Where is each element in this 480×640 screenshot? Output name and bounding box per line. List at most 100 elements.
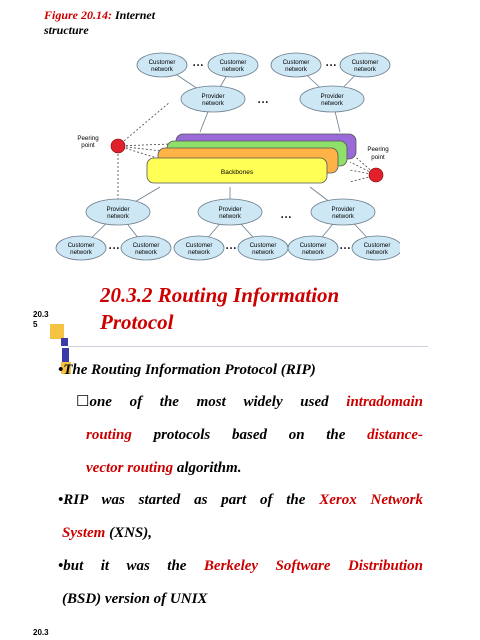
customer-network-label-2: network: [354, 66, 377, 73]
customer-network-label-2: network: [70, 249, 93, 256]
body-text: (BSD) version of UNIX: [62, 591, 208, 607]
customer-network-label-1: Customer: [68, 242, 95, 249]
figure-label: Figure 20.14:: [44, 8, 113, 22]
provider-network-label-2: network: [202, 100, 225, 107]
peering-label-1: Peering: [77, 135, 99, 142]
section-heading-line2: Protocol: [100, 310, 174, 334]
bullet-line-8: (BSD) version of UNIX: [62, 589, 207, 609]
customer-network-shape: [351, 235, 400, 261]
customer-network-label-2: network: [285, 66, 308, 73]
ellipsis-dots: • • •: [281, 215, 291, 221]
peering-label-2: point: [371, 154, 385, 161]
ellipsis-dots: • • •: [193, 63, 203, 69]
customer-network-label-1: Customer: [364, 242, 391, 249]
provider-network-shape: [85, 198, 151, 226]
customer-network-label-1: Customer: [300, 242, 327, 249]
ellipsis-dots: • • •: [340, 246, 350, 252]
bullet-line-3: routing protocols based on the distance-: [86, 425, 423, 445]
bullet-line-5: •RIP was started as part of the Xerox Ne…: [58, 490, 423, 510]
provider-network-label-1: Provider: [201, 93, 224, 100]
provider-network-shape: [299, 85, 365, 113]
term-vector-routing: vector routing: [86, 460, 174, 476]
customer-network-label-1: Customer: [133, 242, 160, 249]
bullet-line-7: •but it was the Berkeley Software Distri…: [58, 556, 423, 576]
checkbox-glyph: ☐: [76, 394, 90, 410]
provider-network-label-1: Provider: [331, 206, 354, 213]
decorative-blue-square-1: [61, 338, 68, 346]
bullet-line-4: vector routing algorithm.: [86, 458, 241, 478]
customer-network-label-1: Customer: [283, 59, 310, 66]
peering-link: [117, 101, 171, 147]
customer-network-label-1: Customer: [220, 59, 247, 66]
customer-network-shape: [339, 52, 391, 78]
side-number: 20.3 5: [33, 310, 49, 330]
term-distance: distance-: [367, 427, 423, 443]
body-text: The Routing Information Protocol (RIP): [63, 362, 316, 378]
decorative-yellow-square: [50, 324, 64, 339]
backbones-label: Backbones: [221, 169, 254, 176]
figure-caption-line1: Internet: [112, 8, 156, 22]
peering-label-1: Peering: [367, 146, 389, 153]
provider-network-shape: [310, 198, 376, 226]
side-number-line2: 5: [33, 320, 38, 329]
customer-network-shape: [270, 52, 322, 78]
customer-network-shape: [136, 52, 188, 78]
peering-link: [117, 145, 171, 153]
provider-network-label-1: Provider: [218, 206, 241, 213]
customer-network-label-2: network: [222, 66, 245, 73]
body-text: algorithm.: [173, 460, 242, 476]
peering-point-dot: [110, 138, 126, 154]
provider-network-shape: [180, 85, 246, 113]
provider-network-label-2: network: [332, 213, 355, 220]
side-number-line1: 20.3: [33, 310, 49, 319]
customer-network-label-1: Customer: [149, 59, 176, 66]
peering-link: [117, 143, 171, 147]
figure-caption: Figure 20.14: Internet structure: [44, 8, 204, 38]
bullet-line-6: System (XNS),: [62, 523, 152, 543]
customer-network-shape: [173, 235, 225, 261]
internet-structure-diagram: Backbones CustomernetworkCustomernetwork…: [55, 52, 400, 261]
ellipsis-dots: • • •: [258, 100, 268, 106]
bullet-line-2: ☐one of the most widely used intradomain: [76, 392, 423, 412]
provider-network-shape: [197, 198, 263, 226]
customer-network-shape: [207, 52, 259, 78]
body-text: (XNS),: [105, 525, 153, 541]
customer-network-label-2: network: [302, 249, 325, 256]
page-label: 20.3: [33, 628, 49, 637]
decorative-yellow-square-2: [61, 362, 71, 374]
bullet-line-1: •The Routing Information Protocol (RIP): [58, 360, 316, 380]
provider-network-label-2: network: [321, 100, 344, 107]
customer-network-label-2: network: [151, 66, 174, 73]
customer-network-label-1: Customer: [186, 242, 213, 249]
section-heading-line1: 20.3.2 Routing Information: [100, 283, 340, 307]
term-berkeley: Berkeley Software Distribution: [203, 558, 423, 574]
term-xerox-network: Xerox Network: [319, 492, 424, 508]
bullet-marker: •: [58, 362, 64, 378]
provider-network-label-1: Provider: [320, 93, 343, 100]
provider-network-label-2: network: [219, 213, 242, 220]
peering-label-2: point: [81, 142, 95, 149]
customer-network-label-2: network: [366, 249, 389, 256]
body-text: protocols based on the: [131, 427, 368, 443]
backbone-yellow: [146, 157, 328, 184]
figure-caption-line2: structure: [44, 23, 89, 37]
body-text: •but it was the: [58, 558, 204, 574]
ellipsis-dots: • • •: [109, 246, 119, 252]
customer-network-shape: [120, 235, 172, 261]
provider-network-label-2: network: [107, 213, 130, 220]
peering-point-dot: [368, 167, 384, 183]
